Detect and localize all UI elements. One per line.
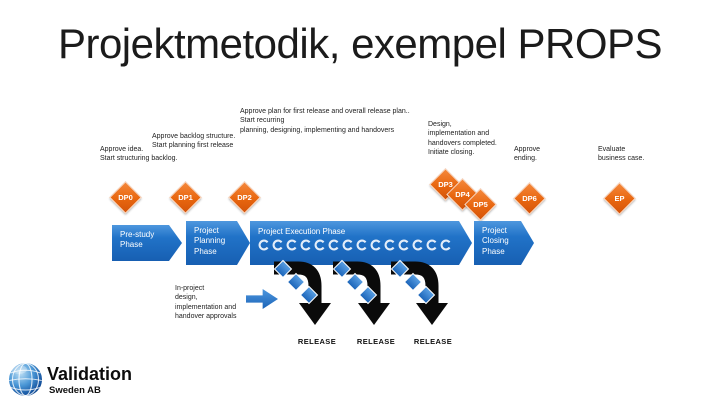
- loop-icon: [426, 239, 438, 251]
- loop-icon: [440, 239, 452, 251]
- note-approve-plan: Approve plan for first release and overa…: [240, 108, 410, 134]
- release-arrow: [273, 259, 331, 325]
- gate-ep: EP: [603, 182, 636, 215]
- gate-dp0: DP0: [109, 181, 142, 214]
- approval-diamond-icon: [286, 272, 306, 292]
- note-approve-idea: Approve idea. Start structuring backlog.: [100, 146, 178, 163]
- approval-diamond-icon: [345, 272, 365, 292]
- approval-diamond-icon: [273, 259, 293, 279]
- release-label: RELEASE: [413, 337, 453, 346]
- globe-icon: [9, 362, 42, 397]
- loop-icon: [342, 239, 354, 251]
- loop-icon: [356, 239, 368, 251]
- gate-dp5: DP5: [464, 188, 497, 221]
- loop-icon: [412, 239, 424, 251]
- logo-company-subtitle: Sweden AB: [49, 384, 101, 396]
- loop-icon: [258, 239, 270, 251]
- gate-dp1-label: DP1: [178, 193, 193, 202]
- phase-closing: Project Closing Phase: [474, 221, 534, 265]
- approval-diamond-icon: [390, 259, 410, 279]
- company-logo: Validation Sweden AB: [8, 362, 132, 397]
- approval-diamond-icon: [332, 259, 352, 279]
- release-arrow: [332, 259, 390, 325]
- loop-icon: [398, 239, 410, 251]
- approval-diamond-icon: [299, 285, 319, 305]
- gate-dp5-label: DP5: [473, 200, 488, 209]
- gate-dp2-label: DP2: [237, 193, 252, 202]
- gate-dp2: DP2: [228, 181, 261, 214]
- execution-loops: [250, 237, 472, 251]
- approval-diamond-icon: [416, 285, 436, 305]
- loop-icon: [328, 239, 340, 251]
- gate-dp1: DP1: [169, 181, 202, 214]
- release-arrow: [390, 259, 448, 325]
- logo-text: Validation Sweden AB: [47, 362, 132, 396]
- loop-icon: [286, 239, 298, 251]
- gate-dp6-label: DP6: [522, 194, 537, 203]
- approval-diamond-icon: [358, 285, 378, 305]
- release-label: RELEASE: [356, 337, 396, 346]
- note-approve-backlog: Approve backlog structure. Start plannin…: [152, 133, 236, 150]
- loop-icon: [384, 239, 396, 251]
- phase-closing-label: Project Closing Phase: [482, 226, 509, 256]
- phase-planning: Project Planning Phase: [186, 221, 250, 265]
- loop-icon: [314, 239, 326, 251]
- phase-planning-label: Project Planning Phase: [194, 226, 226, 256]
- logo-company-name: Validation: [47, 364, 133, 384]
- loop-icon: [370, 239, 382, 251]
- gate-ep-label: EP: [614, 194, 625, 203]
- gate-dp6: DP6: [513, 182, 546, 215]
- note-initiate-closing: Design, implementation and handovers com…: [428, 121, 497, 157]
- phase-prestudy: Pre-study Phase: [112, 225, 182, 261]
- phase-prestudy-label: Pre-study Phase: [120, 230, 155, 250]
- gate-dp0-label: DP0: [118, 193, 133, 202]
- phase-execution-label: Project Execution Phase: [258, 227, 346, 236]
- note-approve-ending: Approve ending.: [514, 146, 541, 163]
- phase-execution: Project Execution Phase: [250, 221, 472, 265]
- slide-title: Projektmetodik, exempel PROPS: [57, 20, 663, 67]
- release-arrows: [273, 259, 448, 325]
- note-inproject: In-project design, implementation and ha…: [175, 285, 237, 321]
- note-evaluate-business-case: Evaluate business case.: [598, 146, 645, 163]
- approval-diamond-icon: [403, 272, 423, 292]
- release-label: RELEASE: [297, 337, 337, 346]
- loop-icon: [300, 239, 312, 251]
- loop-icon: [272, 239, 284, 251]
